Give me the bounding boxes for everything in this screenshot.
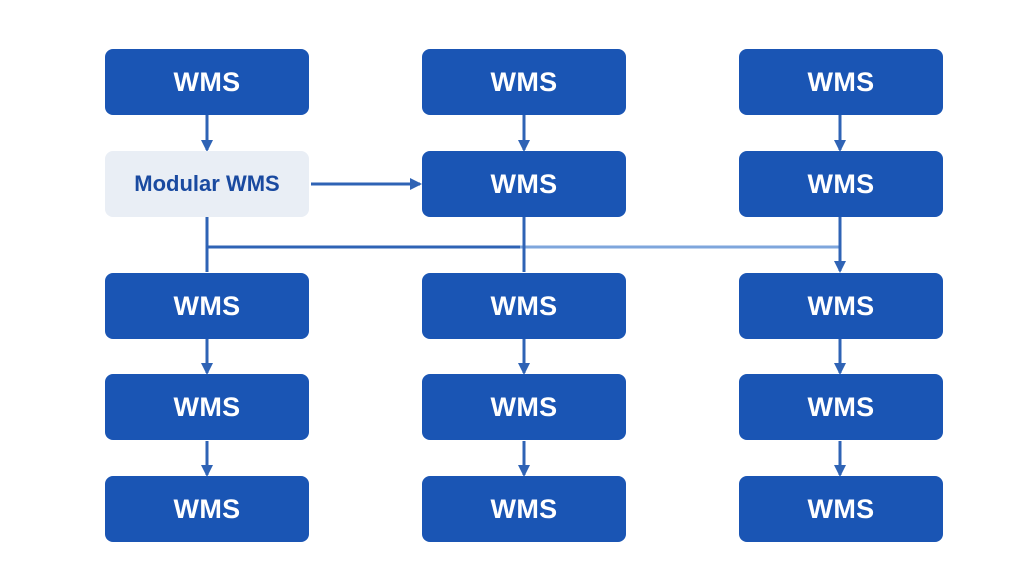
wms-node-c1r3: WMS — [105, 273, 309, 339]
wms-node-c2r1: WMS — [422, 49, 626, 115]
wms-node-c2r2: WMS — [422, 151, 626, 217]
wms-node-c3r1: WMS — [739, 49, 943, 115]
wms-node-c2r4: WMS — [422, 374, 626, 440]
wms-node-c3r2: WMS — [739, 151, 943, 217]
wms-node-c3r3: WMS — [739, 273, 943, 339]
wms-node-c1r1: WMS — [105, 49, 309, 115]
wms-node-c1r5: WMS — [105, 476, 309, 542]
wms-node-c3r4: WMS — [739, 374, 943, 440]
wms-node-c1r4: WMS — [105, 374, 309, 440]
wms-node-c2r5: WMS — [422, 476, 626, 542]
modular-wms-node: Modular WMS — [105, 151, 309, 217]
wms-node-c3r5: WMS — [739, 476, 943, 542]
wms-node-c2r3: WMS — [422, 273, 626, 339]
